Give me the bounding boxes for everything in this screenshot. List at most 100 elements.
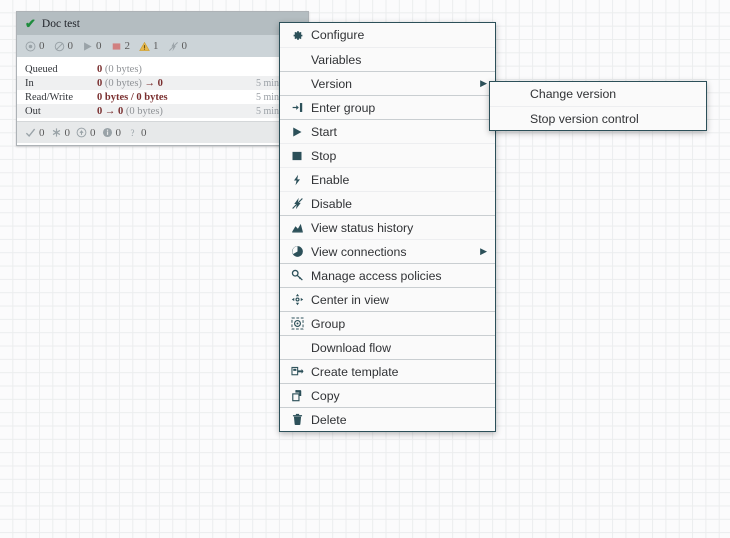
menu-item-label: View connections xyxy=(311,244,407,259)
stat-label: Read/Write xyxy=(25,91,73,103)
stat-label: In xyxy=(25,77,34,89)
stat-label: Out xyxy=(25,105,41,117)
stat-time: 5 min xyxy=(256,91,280,103)
stat-detail: (0 bytes) xyxy=(104,77,142,89)
footer-counter-info: 0 xyxy=(102,126,122,139)
menu-item-view-connections[interactable]: View connections ▶ xyxy=(280,239,495,263)
stat-count: 0 bytes / 0 bytes xyxy=(97,91,168,103)
counter-value: 0 xyxy=(96,40,102,52)
menu-item-label: Stop version control xyxy=(530,111,639,126)
menu-item-view-status-history[interactable]: View status history xyxy=(280,215,495,239)
counter-stopped: 2 xyxy=(111,40,131,52)
menu-item-label: Group xyxy=(311,316,346,331)
play-icon xyxy=(289,126,305,138)
stat-detail: (0 bytes) xyxy=(104,63,142,75)
bolt-slash-icon xyxy=(289,197,305,210)
menu-item-label: Version xyxy=(311,76,353,91)
stat-count2: 0 xyxy=(118,105,124,117)
stopped-icon xyxy=(111,41,122,52)
stat-row-readwrite: Read/Write 0 bytes / 0 bytes 5 min xyxy=(17,90,308,104)
menu-item-create-template[interactable]: Create template xyxy=(280,359,495,383)
stat-label: Queued xyxy=(25,63,58,75)
group-icon xyxy=(289,317,305,330)
stat-value: 0 (0 bytes) xyxy=(97,64,256,75)
counter-transmitting: 0 xyxy=(25,40,45,52)
menu-item-stop[interactable]: Stop xyxy=(280,143,495,167)
menu-item-label: Enter group xyxy=(311,100,376,115)
process-group-doc-test[interactable]: ✔ Doc test 0 0 0 2 xyxy=(16,11,309,146)
menu-item-copy[interactable]: Copy xyxy=(280,383,495,407)
svg-text:?: ? xyxy=(131,128,135,138)
counter-running: 0 xyxy=(82,40,102,52)
running-icon xyxy=(82,41,93,52)
menu-item-group[interactable]: Group xyxy=(280,311,495,335)
process-group-footer: 0 0 0 0 ? 0 xyxy=(17,121,308,143)
menu-item-enter-group[interactable]: Enter group xyxy=(280,95,495,119)
valid-check-icon xyxy=(25,127,36,138)
enter-group-icon xyxy=(289,101,305,114)
up-arrow-icon xyxy=(76,127,87,138)
menu-item-center-in-view[interactable]: Center in view xyxy=(280,287,495,311)
footer-counter-value: 0 xyxy=(39,126,45,139)
menu-item-label: Change version xyxy=(530,87,617,101)
menu-item-label: Delete xyxy=(311,412,347,427)
menu-item-label: Manage access policies xyxy=(311,268,442,283)
version-submenu[interactable]: Change version Stop version control xyxy=(489,81,707,131)
menu-item-label: View status history xyxy=(311,220,414,235)
menu-item-disable[interactable]: Disable xyxy=(280,191,495,215)
menu-item-label: Configure xyxy=(311,28,365,42)
stat-count: 0 xyxy=(97,63,103,75)
process-group-counters: 0 0 0 2 1 xyxy=(17,35,308,57)
transmitting-icon xyxy=(25,41,36,52)
menu-item-version[interactable]: Version ▶ xyxy=(280,71,495,95)
footer-counter-valid: 0 xyxy=(25,127,45,139)
menu-item-enable[interactable]: Enable xyxy=(280,167,495,191)
counter-not-transmitting: 0 xyxy=(54,40,73,52)
counter-value: 0 xyxy=(39,40,45,52)
info-icon xyxy=(102,127,113,138)
stat-count: 0 xyxy=(97,77,103,89)
menu-item-configure[interactable]: Configure xyxy=(280,23,495,47)
stat-value: 0 bytes / 0 bytes xyxy=(97,92,256,103)
counter-value: 0 xyxy=(181,40,188,52)
menu-item-label: Disable xyxy=(311,196,353,211)
process-group-stats: Queued 0 (0 bytes) In 0 (0 bytes) → 0 5 … xyxy=(17,57,308,121)
stop-icon xyxy=(289,150,305,162)
copy-icon xyxy=(289,389,305,402)
context-menu[interactable]: Configure Variables Version ▶ Enter grou… xyxy=(279,22,496,432)
stat-value: 0 → 0 (0 bytes) xyxy=(97,106,256,117)
chart-icon xyxy=(289,221,305,234)
menu-item-download-flow[interactable]: Download flow xyxy=(280,335,495,359)
menu-item-label: Variables xyxy=(311,52,362,67)
check-icon: ✔ xyxy=(25,16,36,31)
menu-item-label: Copy xyxy=(311,388,340,403)
menu-item-stop-version-control[interactable]: Stop version control xyxy=(490,106,706,130)
gear-icon xyxy=(289,29,305,42)
menu-item-manage-access-policies[interactable]: Manage access policies xyxy=(280,263,495,287)
menu-item-start[interactable]: Start xyxy=(280,119,495,143)
menu-item-label: Download flow xyxy=(311,340,391,355)
stat-time: 5 min xyxy=(256,105,280,117)
menu-item-change-version[interactable]: Change version xyxy=(490,82,706,106)
footer-counter-value: 0 xyxy=(115,126,122,139)
counter-value: 2 xyxy=(124,40,131,52)
menu-item-label: Create template xyxy=(311,364,399,379)
counter-value: 1 xyxy=(153,40,159,52)
counter-invalid: 1 xyxy=(139,40,159,52)
process-group-name: Doc test xyxy=(41,17,80,30)
menu-item-label: Stop xyxy=(311,148,337,163)
stat-row-queued: Queued 0 (0 bytes) xyxy=(17,62,308,76)
menu-item-delete[interactable]: Delete xyxy=(280,407,495,431)
crosshair-icon xyxy=(289,293,305,306)
stat-count2: 0 xyxy=(157,77,163,89)
menu-item-variables[interactable]: Variables xyxy=(280,47,495,71)
bolt-icon xyxy=(289,174,305,186)
stat-arrow: → xyxy=(104,105,116,117)
chevron-right-icon: ▶ xyxy=(480,78,487,88)
stat-value: 0 (0 bytes) → 0 xyxy=(97,78,256,89)
invalid-icon xyxy=(139,41,150,52)
question-icon: ? xyxy=(127,127,138,138)
stat-arrow: → xyxy=(144,77,156,89)
disabled-icon xyxy=(168,41,179,52)
process-group-titlebar: ✔ Doc test xyxy=(17,12,308,35)
